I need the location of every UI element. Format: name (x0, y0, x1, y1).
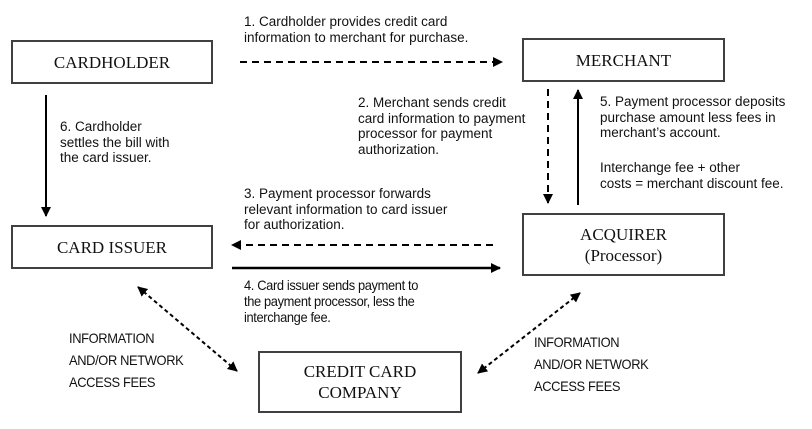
card-issuer-box: CARD ISSUER (11, 225, 213, 269)
credit-card-company-box: CREDIT CARD COMPANY (258, 351, 462, 413)
arrow-issuer-credit-card-company (137, 286, 238, 372)
step5-label: 5. Payment processor deposits purchase a… (600, 94, 786, 140)
cardholder-label: CARDHOLDER (53, 52, 171, 72)
step4-label: 4. Card issuer sends payment to the paym… (244, 277, 419, 325)
acquirer-label: ACQUIRER (580, 224, 667, 244)
card-issuer-label: CARD ISSUER (56, 237, 168, 257)
step5-note: Interchange fee + other costs = merchant… (600, 160, 784, 191)
step6-label: 6. Cardholder settles the bill with the … (60, 119, 170, 165)
arrow-acquirer-credit-card-company (477, 292, 581, 374)
fee-label-left: INFORMATION AND/OR NETWORK ACCESS FEES (69, 330, 184, 390)
merchant-label: MERCHANT (575, 50, 672, 70)
cardholder-box: CARDHOLDER (11, 40, 213, 84)
credit-card-company-label-line2: COMPANY (318, 383, 402, 402)
merchant-box: MERCHANT (522, 38, 725, 82)
step3-label: 3. Payment processor forwards relevant i… (244, 186, 448, 232)
fee-label-right: INFORMATION AND/OR NETWORK ACCESS FEES (534, 334, 649, 394)
credit-card-company-label-line1: CREDIT CARD (303, 362, 417, 381)
step2-label: 2. Merchant sends credit card informatio… (358, 95, 526, 157)
step1-label: 1. Cardholder provides credit card infor… (244, 14, 469, 45)
acquirer-box: ACQUIRER (Processor) (522, 213, 725, 276)
acquirer-sublabel: (Processor) (584, 245, 663, 265)
